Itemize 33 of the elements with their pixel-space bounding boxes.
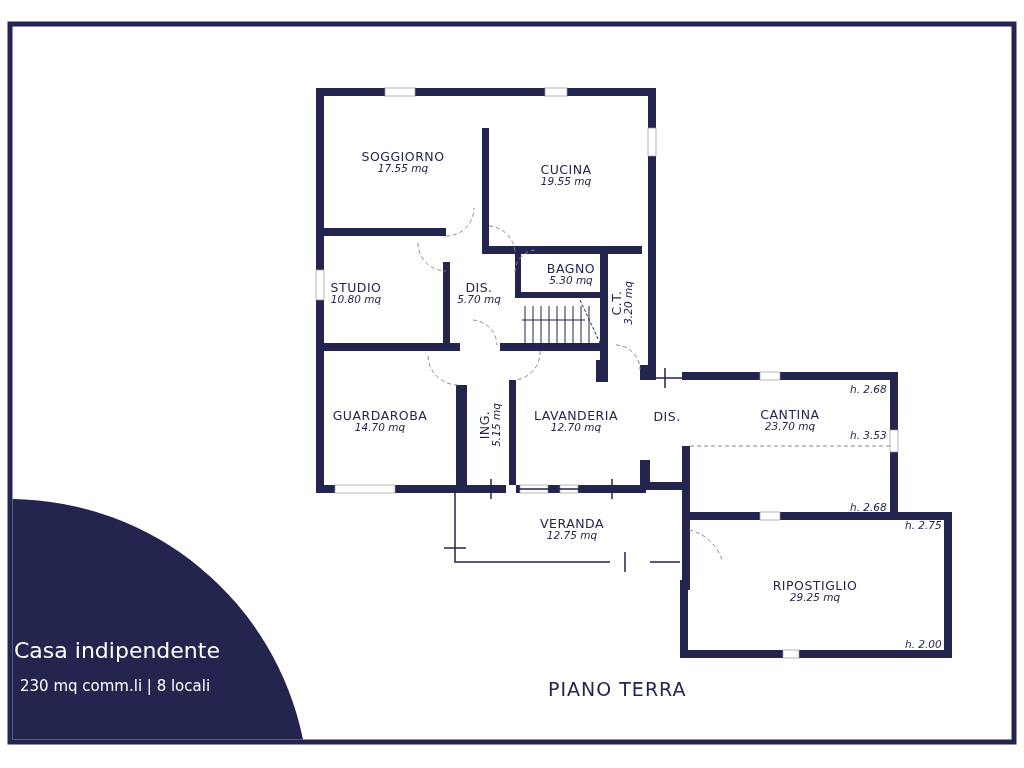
room-area: 17.55 mq — [361, 163, 445, 175]
room-area: 29.25 mq — [772, 592, 858, 604]
floor-title: PIANO TERRA — [548, 678, 687, 700]
room-area: 19.55 mq — [540, 176, 592, 188]
room-name: STUDIO — [330, 280, 382, 295]
room-area: 14.70 mq — [332, 422, 428, 434]
ceiling-height-label: h. 2.75 — [905, 519, 942, 531]
room-name: CUCINA — [540, 162, 592, 177]
ceiling-height-label: h. 2.68 — [850, 383, 887, 395]
room-area: 12.75 mq — [540, 530, 604, 542]
room-name: ING. — [477, 409, 492, 442]
room-area: 10.80 mq — [330, 294, 382, 306]
ceiling-height-label: h. 2.68 — [850, 501, 887, 513]
room-area: 3.20 mq — [623, 281, 635, 325]
room-area: 12.70 mq — [533, 422, 619, 434]
room-name: DIS. — [653, 410, 681, 424]
room-area: 5.70 mq — [457, 294, 501, 306]
room-name: DIS. — [464, 280, 494, 295]
property-summary: 230 mq comm.li | 8 locali — [20, 677, 211, 695]
room-name: GUARDAROBA — [332, 408, 428, 423]
room-name: SOGGIORNO — [361, 149, 445, 164]
room-name: C.T. — [609, 289, 624, 318]
property-summary: Casa indipendente — [14, 638, 220, 663]
room-name: BAGNO — [546, 261, 596, 276]
ceiling-height-label: h. 3.53 — [850, 429, 887, 441]
room-name: CANTINA — [760, 407, 820, 422]
room-area: 5.30 mq — [546, 275, 596, 287]
room-name: VERANDA — [540, 516, 604, 531]
ceiling-height-label: h. 2.00 — [905, 638, 942, 650]
room-name: LAVANDERIA — [533, 408, 619, 423]
room-area: 23.70 mq — [760, 421, 820, 433]
room-name: RIPOSTIGLIO — [772, 578, 858, 593]
room-area: 5.15 mq — [491, 403, 503, 447]
